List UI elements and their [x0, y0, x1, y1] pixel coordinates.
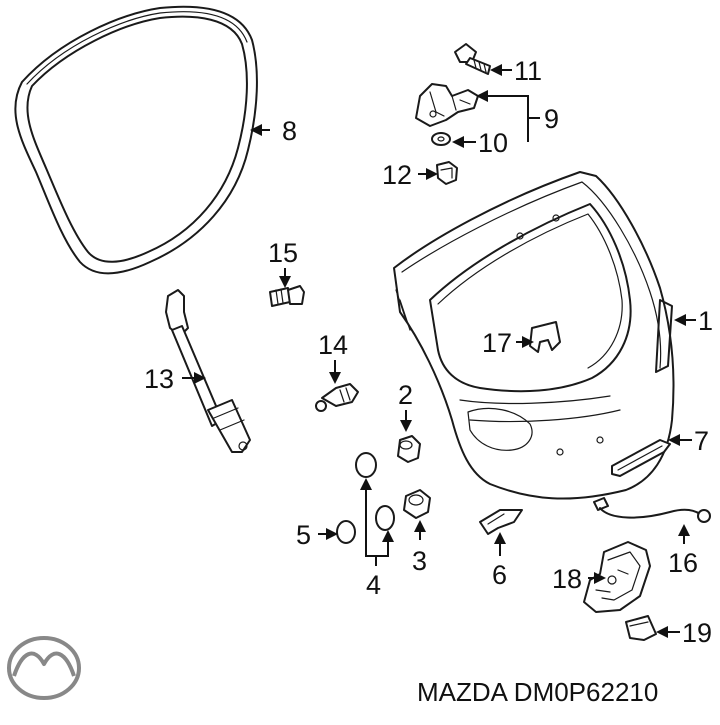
hinge-bolt — [454, 43, 491, 75]
clip — [529, 321, 561, 353]
mazda-logo — [7, 636, 81, 700]
callout-3: 3 — [412, 546, 427, 576]
callout-17: 17 — [482, 328, 512, 358]
callout-12: 12 — [382, 160, 412, 190]
moulding — [611, 439, 671, 477]
callout-16: 16 — [668, 548, 698, 578]
callout-1: 1 — [698, 306, 713, 336]
part-number-label: MAZDA DM0P62210 — [417, 677, 658, 707]
callout-11: 11 — [514, 56, 542, 86]
callout-9: 9 — [544, 104, 559, 134]
callout-labels: 8 11 9 10 12 15 13 14 2 1 17 7 5 4 3 6 1… — [144, 56, 713, 648]
callout-15: 15 — [268, 238, 298, 268]
washer — [431, 132, 451, 146]
callout-6: 6 — [492, 560, 507, 590]
retainer-pin — [315, 383, 359, 412]
callout-2: 2 — [398, 380, 413, 410]
callout-5: 5 — [296, 520, 311, 550]
callout-4: 4 — [366, 570, 381, 600]
liftgate — [393, 171, 675, 500]
callout-14: 14 — [318, 330, 348, 360]
adjuster-stop — [403, 489, 431, 519]
callout-7: 7 — [694, 426, 709, 456]
weatherstrip-seal — [14, 5, 258, 275]
callout-10: 10 — [478, 128, 508, 158]
callout-13: 13 — [144, 364, 174, 394]
hole-plugs — [336, 452, 395, 544]
release-cable — [593, 497, 711, 523]
striker — [625, 615, 657, 641]
callout-18: 18 — [552, 564, 582, 594]
stud-bolt — [269, 285, 305, 307]
bracket — [479, 509, 523, 535]
callout-8: 8 — [282, 116, 297, 146]
nut — [436, 161, 458, 185]
bump-stop — [397, 435, 421, 463]
callout-19: 19 — [682, 618, 712, 648]
leader-lines — [182, 64, 696, 638]
lift-support-strut — [165, 289, 251, 453]
hinge — [415, 83, 479, 127]
